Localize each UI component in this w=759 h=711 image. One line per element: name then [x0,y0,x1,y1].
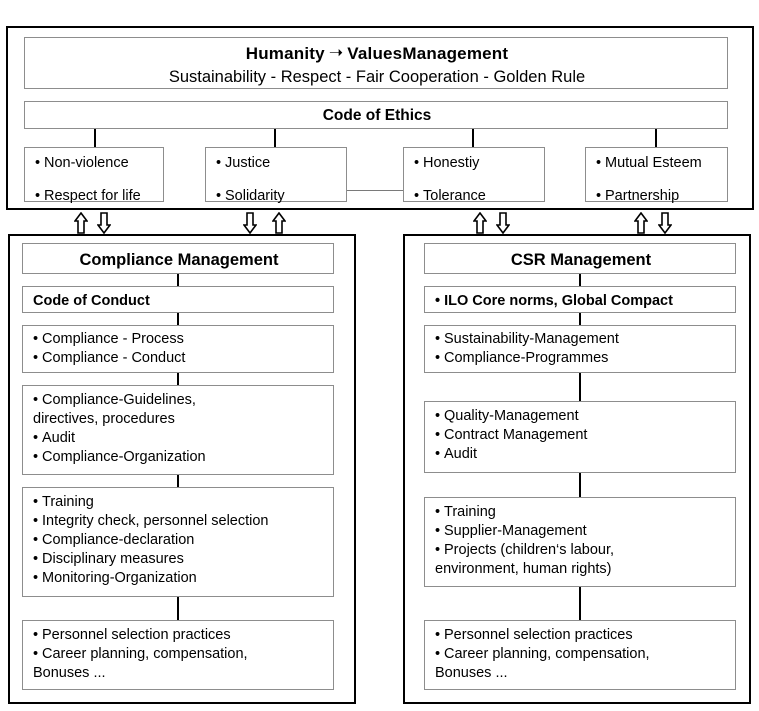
compliance-management-heading-label: Compliance Management [79,251,279,269]
list-item: Quality-Management [435,407,727,426]
compliance-block-2: Compliance-Guidelines, directives, proce… [22,385,334,475]
values-subtitle: Sustainability - Respect - Fair Cooperat… [168,68,586,86]
value-box-2-list: Justice Solidarity [216,154,338,206]
csr-block-1-list: Sustainability-Management Compliance-Pro… [435,330,727,368]
list-item: Compliance - Process [33,330,325,349]
connector-ethics-to-value-1 [94,129,96,147]
value-box-3: Honestiy Tolerance [403,147,545,204]
values-management-title-line1: Humanity➝ValuesManagement [35,42,719,66]
list-item: Sustainability-Management [435,330,727,349]
list-item: Contract Management [435,426,727,445]
compliance-block-1: Compliance - Process Compliance - Conduc… [22,325,334,373]
csr-block-4-list: Personnel selection practices Career pla… [435,626,727,683]
arrow-down-icon-3 [496,212,510,234]
compliance-management-heading: Compliance Management [22,243,334,274]
list-item: environment, human rights) [435,561,612,577]
csr-block-3: Training Supplier-Management Projects (c… [424,497,736,587]
list-item: Compliance-Organization [33,448,325,467]
compliance-block-4: Personnel selection practices Career pla… [22,620,334,690]
value-item: Tolerance [414,187,536,206]
value-item: Solidarity [216,187,338,206]
list-item: Audit [435,445,727,464]
connector-block3-to-block4 [177,597,179,620]
arrow-up-icon-4 [634,212,648,234]
value-item: Mutual Esteem [596,154,719,173]
connector-csr-block2-to-block3 [579,473,581,497]
arrow-up-icon-2 [272,212,286,234]
csr-block-2-list: Quality-Management Contract Management A… [435,407,727,464]
connector-csr-heading-to-ilo [579,274,581,286]
csr-block-1: Sustainability-Management Compliance-Pro… [424,325,736,373]
list-item: Integrity check, personnel selection [33,512,325,531]
value-item: Honestiy [414,154,536,173]
connector-block1-to-block2 [177,373,179,385]
list-item: Career planning, compensation, [435,645,727,664]
connector-block2-to-block3 [177,475,179,487]
list-item: Bonuses ... [435,665,508,681]
connector-ethics-to-value-3 [472,129,474,147]
arrow-up-icon-1 [74,212,88,234]
list-item: Disciplinary measures [33,550,325,569]
connector-csr-block1-to-block2 [579,373,581,401]
ilo-core-norms-label: • ILO Core norms, Global Compact [435,293,673,309]
list-item: Bonuses ... [33,665,106,681]
arrow-down-icon-4 [658,212,672,234]
csr-block-3-list: Training Supplier-Management Projects (c… [435,503,727,579]
value-box-4: Mutual Esteem Partnership [585,147,728,204]
arrow-down-icon-1 [97,212,111,234]
connector-ethics-to-value-2 [274,129,276,147]
compliance-block-3: Training Integrity check, personnel sele… [22,487,334,597]
valuesmanagement-label: ValuesManagement [347,44,509,63]
list-item: Monitoring-Organization [33,569,325,588]
value-item: Partnership [596,187,719,206]
compliance-block-2-list: Compliance-Guidelines, directives, proce… [33,391,325,467]
list-item: Personnel selection practices [435,626,727,645]
connector-value2-value3 [347,190,404,192]
connector-csr-block3-to-block4 [579,587,581,620]
list-item: Training [435,503,727,522]
code-of-ethics-label: Code of Ethics [322,107,432,124]
csr-management-heading-label: CSR Management [510,251,652,269]
value-box-1-list: Non-violence Respect for life [35,154,155,206]
csr-block-4: Personnel selection practices Career pla… [424,620,736,690]
list-item: Projects (children‘s labour, [435,541,727,560]
list-item: Compliance-Guidelines, [33,391,325,410]
value-box-2: Justice Solidarity [205,147,347,204]
list-item: Compliance - Conduct [33,349,325,368]
value-item: Non-violence [35,154,155,173]
connector-ilo-to-block-1 [579,313,581,325]
csr-management-heading: CSR Management [424,243,736,274]
list-item: Training [33,493,325,512]
compliance-block-1-list: Compliance - Process Compliance - Conduc… [33,330,325,368]
right-arrow-icon: ➝ [328,43,344,63]
value-box-3-list: Honestiy Tolerance [414,154,536,206]
list-item: Personnel selection practices [33,626,325,645]
arrow-down-icon-2 [243,212,257,234]
code-of-ethics-box: Code of Ethics [24,101,728,129]
list-item: Audit [33,429,325,448]
compliance-block-4-list: Personnel selection practices Career pla… [33,626,325,683]
value-item: Respect for life [35,187,155,206]
list-item: directives, procedures [33,411,175,427]
value-item: Justice [216,154,338,173]
ilo-core-norms-box: • ILO Core norms, Global Compact [424,286,736,313]
list-item: Supplier-Management [435,522,727,541]
connector-conduct-to-block-1 [177,313,179,325]
values-management-title-box: Humanity➝ValuesManagement Sustainability… [24,37,728,89]
value-box-1: Non-violence Respect for life [24,147,164,204]
compliance-block-3-list: Training Integrity check, personnel sele… [33,493,325,588]
csr-block-2: Quality-Management Contract Management A… [424,401,736,473]
value-box-4-list: Mutual Esteem Partnership [596,154,719,206]
humanity-label: Humanity [245,44,325,63]
list-item: Compliance-Programmes [435,349,727,368]
list-item: Career planning, compensation, [33,645,325,664]
list-item: Compliance-declaration [33,531,325,550]
code-of-conduct-box: Code of Conduct [22,286,334,313]
connector-ethics-to-value-4 [655,129,657,147]
code-of-conduct-label: Code of Conduct [33,293,150,309]
arrow-up-icon-3 [473,212,487,234]
connector-compliance-heading-to-conduct [177,274,179,286]
